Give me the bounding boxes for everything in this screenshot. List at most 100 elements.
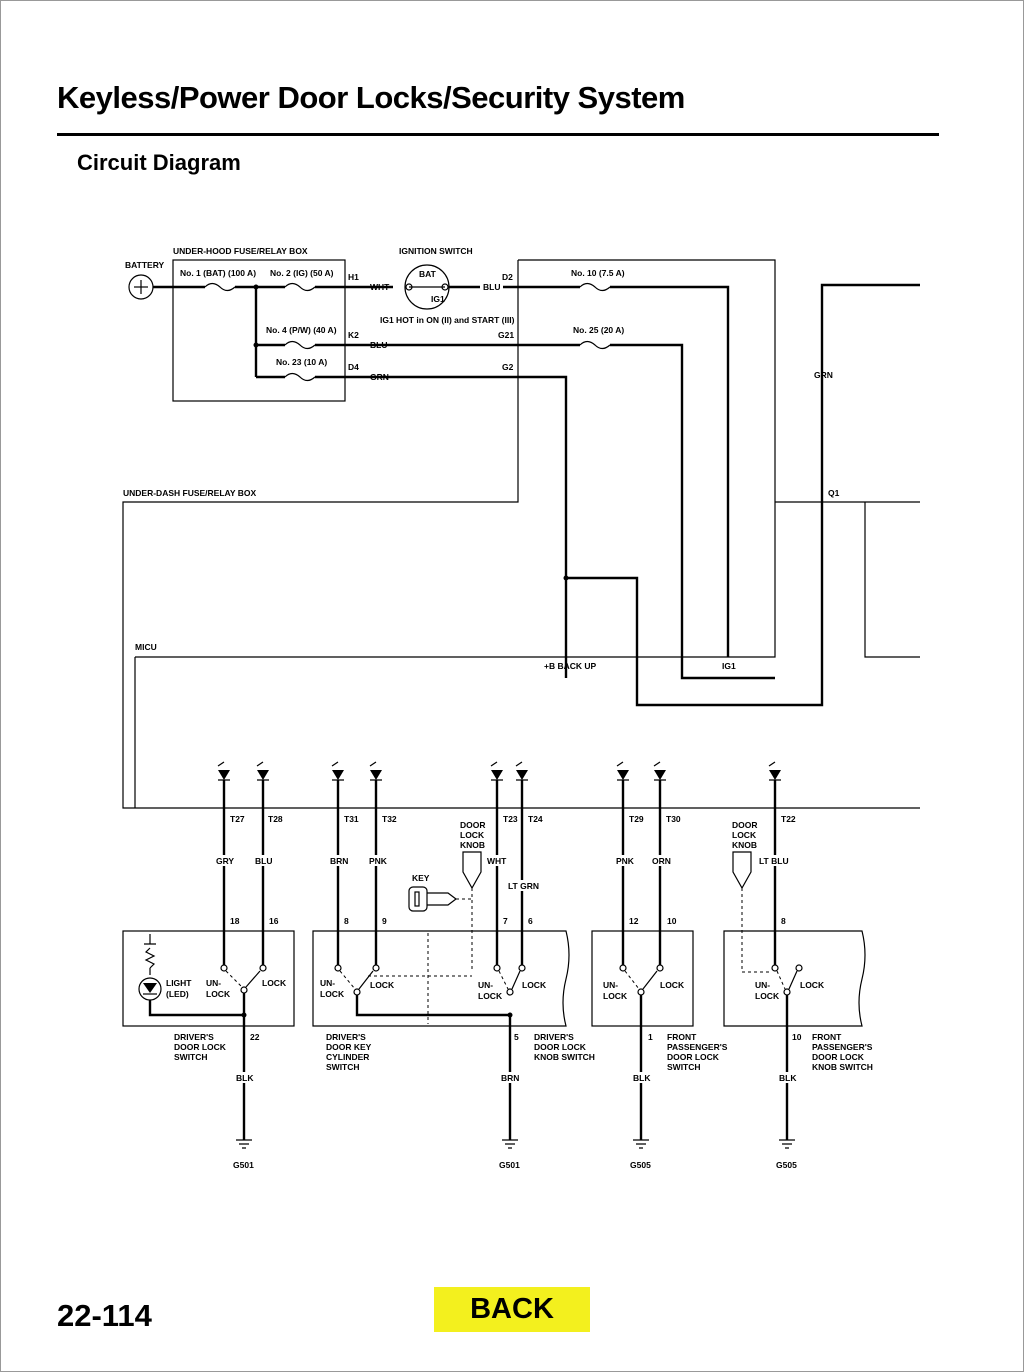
- wire-wht-label: WHT: [370, 282, 390, 292]
- unlock-label-1b: LOCK: [206, 989, 231, 999]
- switch-name-line: SWITCH: [174, 1052, 208, 1062]
- key-icon: [408, 886, 457, 912]
- switch-name-line: SWITCH: [326, 1062, 360, 1072]
- fuse-23-icon: [284, 372, 316, 382]
- back-button[interactable]: BACK: [434, 1287, 590, 1332]
- page-number: 22-114: [57, 1298, 152, 1333]
- pin-10a: 10: [667, 916, 677, 926]
- switch-contact: [771, 964, 779, 972]
- lock-label-5: LOCK: [800, 980, 825, 990]
- ground-g501-b: G501: [499, 1160, 520, 1170]
- wire-blk-2: BLK: [633, 1073, 651, 1083]
- unlock-label-4b: LOCK: [603, 991, 628, 1001]
- term-g21: G21: [498, 330, 514, 340]
- switch-blade: [624, 970, 640, 990]
- switch-name-line: DRIVER'S: [326, 1032, 366, 1042]
- diode-icon: [769, 770, 781, 780]
- wire-ltgrn: LT GRN: [508, 881, 539, 891]
- lock-label-4: LOCK: [660, 980, 685, 990]
- led-icon: [138, 934, 244, 1017]
- passenger-door-lock-switch-box: [591, 930, 694, 1027]
- box-right-outline: [775, 501, 920, 658]
- switch-name-line: DOOR LOCK: [667, 1052, 720, 1062]
- micu-label: MICU: [135, 642, 157, 652]
- knob-label-1-line3: KNOB: [460, 840, 485, 850]
- knob-label-1-line2: LOCK: [460, 830, 485, 840]
- term-k2: K2: [348, 330, 359, 340]
- knob-label-2-line1: DOOR: [732, 820, 758, 830]
- lock-label-2: LOCK: [370, 980, 395, 990]
- switch-blade: [498, 970, 509, 990]
- wire-g2: [393, 283, 920, 707]
- switch-name-line: FRONT: [667, 1032, 697, 1042]
- switch-name-line: DRIVER'S: [174, 1032, 214, 1042]
- switch-name-line: DOOR KEY: [326, 1042, 372, 1052]
- backup-label: +B BACK UP: [544, 661, 597, 671]
- ig1-label: IG1: [722, 661, 736, 671]
- switch-contact: [518, 964, 526, 972]
- wire-gry: GRY: [216, 856, 234, 866]
- term-t27: T27: [230, 814, 245, 824]
- page-title: Keyless/Power Door Locks/Security System: [57, 80, 685, 115]
- diode-icon: [332, 770, 344, 780]
- lock-label-1: LOCK: [262, 978, 287, 988]
- switch-blade: [245, 970, 261, 988]
- wire-brn-2: BRN: [501, 1073, 519, 1083]
- fuse-2-icon: [284, 282, 316, 292]
- switch-name-2: DRIVER'S DOOR KEY CYLINDER SWITCH: [326, 1032, 372, 1072]
- underhood-box-label: UNDER-HOOD FUSE/RELAY BOX: [173, 246, 308, 256]
- ground-g505-a: G505: [630, 1160, 651, 1170]
- ground-icon: [236, 1139, 795, 1149]
- fuse-23-label: No. 23 (10 A): [276, 357, 327, 367]
- wire-ltblu: LT BLU: [759, 856, 789, 866]
- term-t30: T30: [666, 814, 681, 824]
- switch-blade: [225, 970, 243, 988]
- ignition-ig1: IG1: [431, 294, 445, 304]
- unlock-label-1a: UN-: [206, 978, 221, 988]
- pin-6: 6: [528, 916, 533, 926]
- diode-icon: [257, 770, 269, 780]
- switch-contact: [619, 964, 627, 972]
- fuse-25-icon: [579, 340, 611, 350]
- switch-name-1: DRIVER'S DOOR LOCK SWITCH: [174, 1032, 227, 1062]
- wire-blk-1: BLK: [236, 1073, 254, 1083]
- switch-name-line: PASSENGER'S: [812, 1042, 873, 1052]
- switch-blade: [358, 970, 374, 990]
- switch-contact: [334, 964, 342, 972]
- switch-name-line: DRIVER'S: [534, 1032, 574, 1042]
- wire-brn: BRN: [330, 856, 348, 866]
- ignition-note: IG1 HOT in ON (II) and START (III): [380, 315, 515, 325]
- term-t29: T29: [629, 814, 644, 824]
- diode-icon: [654, 770, 666, 780]
- switch-name-line: KNOB SWITCH: [812, 1062, 873, 1072]
- wire-blu-t28: BLU: [255, 856, 272, 866]
- unlock-label-5a: UN-: [755, 980, 770, 990]
- switch-name-line: FRONT: [812, 1032, 842, 1042]
- diode-icon: [491, 770, 503, 780]
- pin-22: 22: [250, 1032, 260, 1042]
- knob-link-2: [741, 888, 770, 973]
- term-t24: T24: [528, 814, 543, 824]
- junction-dot: [241, 1012, 247, 1018]
- underdash-box-label: UNDER-DASH FUSE/RELAY BOX: [123, 488, 257, 498]
- term-t32: T32: [382, 814, 397, 824]
- junction-dot: [507, 1012, 513, 1018]
- switch-contact: [656, 964, 664, 972]
- knob-label-1-line1: DOOR: [460, 820, 486, 830]
- light-label-2: (LED): [166, 989, 189, 999]
- switch-pivot: [240, 986, 248, 994]
- switch-name-line: CYLINDER: [326, 1052, 369, 1062]
- fuse-1-label: No. 1 (BAT) (100 A): [180, 268, 256, 278]
- switch-blade: [776, 970, 786, 990]
- switch-feed-wires: [222, 780, 777, 966]
- term-g2: G2: [502, 362, 514, 372]
- wire-pnk: PNK: [369, 856, 388, 866]
- light-label-1: LIGHT: [166, 978, 192, 988]
- switch-blade: [511, 970, 521, 990]
- term-t31: T31: [344, 814, 359, 824]
- diode-ticks: [217, 761, 776, 767]
- fuse-1-icon: [204, 282, 236, 292]
- fuse-4-icon: [284, 340, 316, 350]
- lock-label-3: LOCK: [522, 980, 547, 990]
